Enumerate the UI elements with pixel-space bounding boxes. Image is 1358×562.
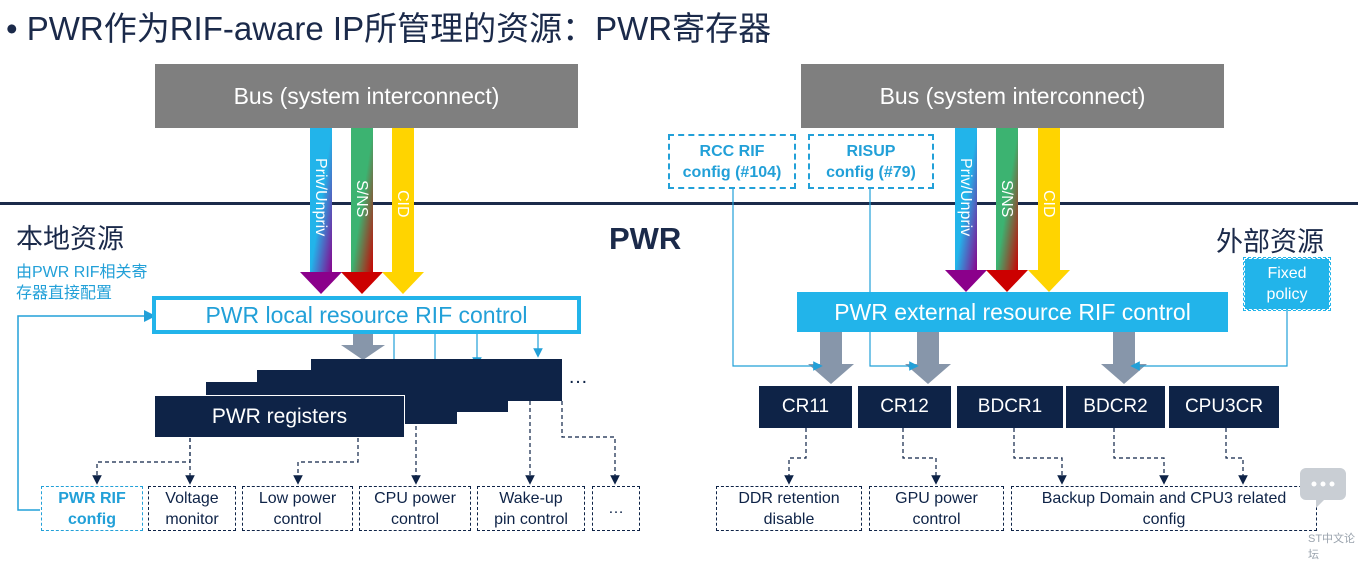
right-cid-arrow	[1028, 128, 1070, 292]
leaf-2-line1: Low power	[258, 489, 337, 507]
leaf-0-line2: config	[67, 510, 116, 528]
right-sns-arrow	[986, 128, 1028, 292]
right-priv-label: Priv/Unpriv	[957, 158, 974, 237]
left-priv-arrow	[300, 128, 342, 294]
leaf-more: …	[592, 486, 640, 531]
left-cid-label: CID	[394, 190, 411, 218]
fixed-policy: Fixed policy	[1243, 257, 1331, 311]
leaf-1-line1: Voltage	[165, 489, 219, 507]
ext-leaf-0-line2: disable	[763, 510, 815, 528]
chat-bubble-icon	[1300, 468, 1346, 508]
leaf-gpu-power-control: GPU power control	[869, 486, 1004, 531]
bus-right: Bus (system interconnect)	[801, 64, 1224, 128]
local-note-line1: 由PWR RIF相关寄	[16, 264, 148, 281]
page-title: • PWR作为RIF-aware IP所管理的资源：PWR寄存器	[6, 10, 772, 47]
leaf-1-line2: monitor	[165, 510, 219, 528]
watermark-text: ST中文论坛	[1308, 533, 1356, 561]
register-bdcr2: BDCR2	[1066, 386, 1165, 428]
register-cr11: CR11	[759, 386, 852, 428]
ext-leaf-1-line2: control	[912, 510, 961, 528]
external-resources-label: 外部资源	[1216, 227, 1324, 257]
leaf-low-power-control: Low power control	[242, 486, 353, 531]
leaf-ddr-retention: DDR retention disable	[716, 486, 862, 531]
local-note-line2: 存器直接配置	[16, 285, 113, 302]
local-leaf-connectors	[92, 401, 620, 485]
register-cr12: CR12	[858, 386, 951, 428]
leaf-5-line1: …	[608, 500, 624, 517]
right-priv-arrow	[945, 128, 987, 292]
left-sns-label: S/NS	[353, 180, 370, 218]
rcc-config-line1: RCC RIF	[699, 142, 765, 160]
config-lines	[732, 189, 1288, 371]
local-gray-arrow	[341, 333, 385, 360]
pwr-registers: PWR registers	[154, 395, 405, 438]
rif-config-loop	[17, 310, 156, 511]
right-sns-label: S/NS	[998, 180, 1015, 218]
leaf-backup-domain-cpu3: Backup Domain and CPU3 related config	[1011, 486, 1317, 531]
leaf-2-line2: control	[273, 510, 322, 528]
left-priv-label: Priv/Unpriv	[312, 158, 329, 237]
left-cid-arrow	[382, 128, 424, 294]
risup-config: RISUP config (#79)	[808, 134, 934, 189]
diagram-connectors	[17, 128, 1288, 511]
leaf-4-line1: Wake-up	[499, 489, 563, 507]
leaf-3-line1: CPU power	[374, 489, 456, 507]
register-bdcr1: BDCR1	[957, 386, 1063, 428]
register-cpu3cr: CPU3CR	[1169, 386, 1279, 428]
bus-left: Bus (system interconnect)	[155, 64, 578, 128]
leaf-4-line2: pin control	[494, 510, 568, 528]
external-resource-control: PWR external resource RIF control	[797, 292, 1228, 332]
leaf-cpu-power-control: CPU power control	[359, 486, 471, 531]
ext-leaf-1-line1: GPU power	[895, 489, 978, 507]
right-cid-label: CID	[1040, 190, 1057, 218]
pwr-label: PWR	[609, 221, 682, 256]
local-resource-control: PWR local resource RIF control	[152, 296, 581, 334]
ext-leaf-0-line1: DDR retention	[738, 489, 840, 507]
fixed-policy-line1: Fixed	[1267, 265, 1307, 282]
rcc-config-line2: config (#104)	[682, 163, 782, 181]
leaf-voltage-monitor: Voltage monitor	[148, 486, 236, 531]
risup-config-line2: config (#79)	[826, 163, 916, 181]
rcc-rif-config: RCC RIF config (#104)	[668, 134, 796, 189]
risup-config-line1: RISUP	[846, 142, 896, 160]
external-leaf-connectors	[784, 428, 1248, 485]
left-sns-arrow	[341, 128, 383, 294]
local-note: 由PWR RIF相关寄 存器直接配置	[16, 262, 148, 304]
leaf-wakeup-pin-control: Wake-up pin control	[477, 486, 585, 531]
external-gray-arrows	[808, 332, 1147, 384]
leaf-pwr-rif-config: PWR RIF config	[41, 486, 143, 531]
divider-line	[0, 202, 1358, 205]
leaf-0-line1: PWR RIF	[58, 489, 126, 507]
local-resources-label: 本地资源	[16, 224, 124, 254]
register-stack-ellipsis: …	[568, 366, 588, 388]
fixed-policy-line2: policy	[1266, 286, 1308, 303]
ext-leaf-2-line1: Backup Domain and CPU3 related	[1041, 489, 1287, 507]
ext-leaf-2-line2: config	[1142, 510, 1186, 528]
leaf-3-line2: control	[390, 510, 440, 528]
